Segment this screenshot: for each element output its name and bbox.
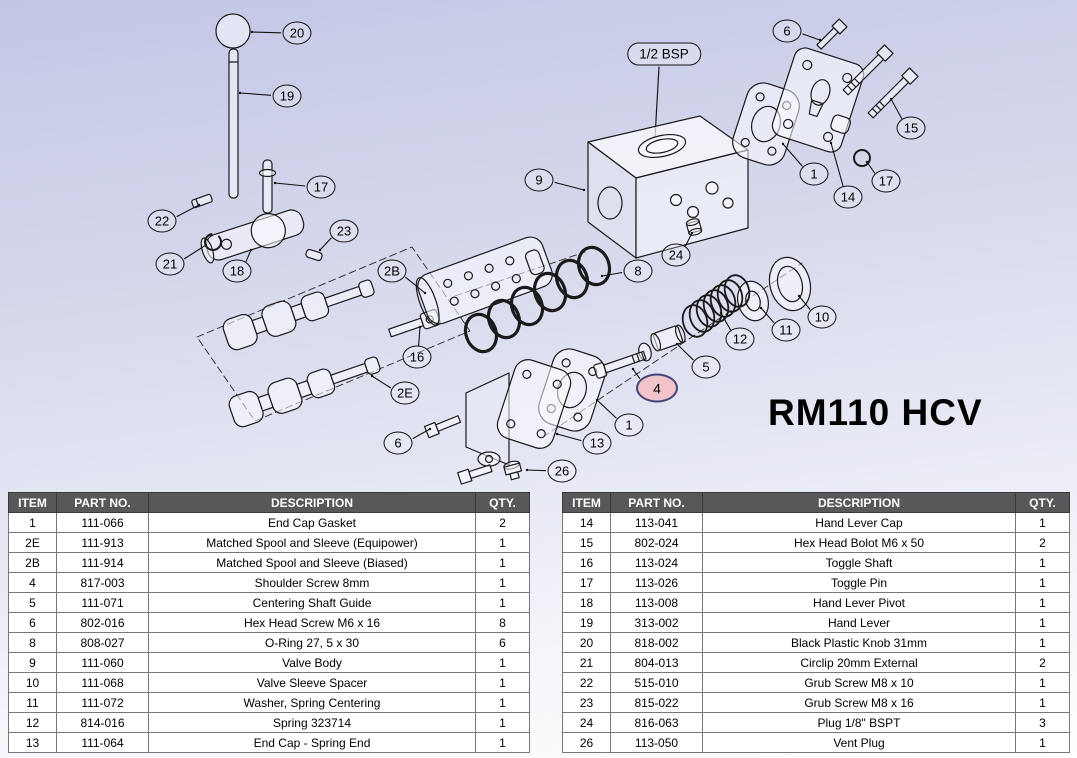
col-header-part-no: PART NO.: [56, 492, 149, 513]
callout-10: 10: [807, 305, 837, 329]
callout-19: 19: [272, 84, 302, 108]
callout-16: 16: [402, 345, 432, 369]
cap-bolts-art: [816, 18, 919, 167]
col-header-description: DESCRIPTION: [148, 492, 476, 513]
callout-14: 14: [833, 185, 863, 209]
col-header-item: ITEM: [8, 492, 57, 513]
callout-20: 20: [282, 21, 312, 45]
guide-art: [650, 324, 686, 352]
callout-1: 1: [799, 162, 829, 186]
callout-24: 24: [661, 243, 691, 267]
hand-lever-cap-art: [771, 47, 865, 153]
callout-4: 4: [636, 373, 678, 403]
page-title: RM110 HCV: [768, 392, 983, 433]
plug-art: [685, 218, 703, 236]
washer-art: [737, 280, 769, 322]
valve-body-art: [587, 115, 749, 259]
toggle-pin-art: [258, 159, 277, 214]
callout-22: 22: [147, 209, 177, 233]
vent-plug-art: [503, 460, 523, 481]
grub-screw-m8x16-art: [305, 248, 323, 262]
callout-26: 26: [547, 459, 577, 483]
callout-17: 17: [871, 169, 901, 193]
callout-1: 1: [614, 413, 644, 437]
callout-2E: 2E: [390, 381, 420, 405]
circlip-art: [204, 233, 222, 251]
end-cap-art: [465, 359, 572, 467]
leader-lines: [176, 30, 903, 472]
screws-bottom-art: [423, 415, 493, 485]
callout-21: 21: [155, 252, 185, 276]
col-header-part-no: PART NO.: [610, 492, 703, 513]
callout-9: 9: [524, 168, 554, 192]
hand-lever-pivot-art: [200, 209, 305, 264]
callout-13: 13: [582, 431, 612, 455]
exploded-view-art: [191, 13, 919, 485]
callout-8: 8: [623, 259, 653, 283]
sleeve-art: [415, 236, 553, 326]
col-header-qty: QTY.: [475, 492, 530, 513]
callout-6: 6: [772, 19, 802, 43]
o-rings-art: [463, 245, 612, 354]
col-header-description: DESCRIPTION: [702, 492, 1016, 513]
port-size-label: 1/2 BSP: [627, 42, 701, 66]
callout-6: 6: [383, 431, 413, 455]
callout-12: 12: [725, 327, 755, 351]
callout-18: 18: [222, 259, 252, 283]
callout-11: 11: [771, 318, 801, 342]
col-header-item: ITEM: [562, 492, 611, 513]
col-header-qty: QTY.: [1015, 492, 1070, 513]
callout-17: 17: [306, 175, 336, 199]
callout-2B: 2B: [377, 259, 407, 283]
shoulder-screw-art: [593, 350, 647, 379]
hand-lever-art: [215, 13, 251, 199]
spring-art: [681, 274, 751, 338]
callout-15: 15: [896, 116, 926, 140]
callout-5: 5: [691, 355, 721, 379]
callout-23: 23: [329, 219, 359, 243]
